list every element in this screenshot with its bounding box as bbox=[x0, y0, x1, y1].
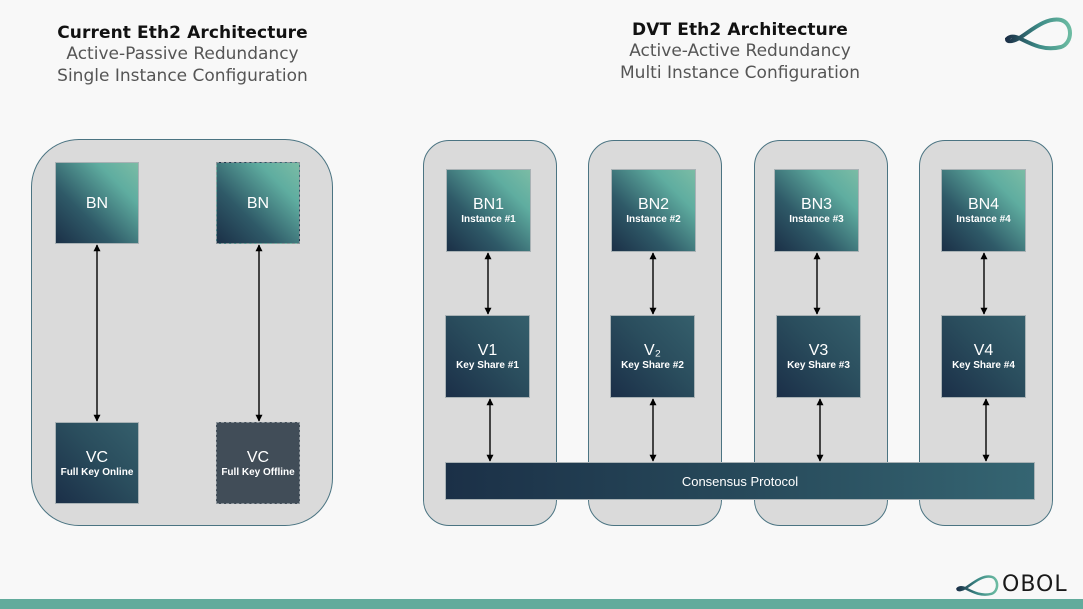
node-label: BN3 bbox=[800, 196, 833, 213]
consensus-protocol-bar: Consensus Protocol bbox=[445, 462, 1035, 500]
right-title-block: DVT Eth2 Architecture Active-Active Redu… bbox=[590, 20, 890, 84]
footer-logo: OBOL bbox=[955, 572, 1068, 597]
node-label: BN4 bbox=[967, 196, 1000, 213]
node-sublabel: Key Share #3 bbox=[787, 360, 850, 371]
beacon-node-1: BN1 Instance #1 bbox=[446, 169, 531, 252]
validator-client-online: VC Full Key Online bbox=[55, 422, 139, 504]
left-subtitle-2: Single Instance Configuration bbox=[57, 66, 308, 86]
node-label: V4 bbox=[973, 342, 994, 359]
node-sublabel: Instance #1 bbox=[461, 214, 516, 225]
node-sublabel: Key Share #2 bbox=[621, 360, 684, 371]
node-label: BN bbox=[85, 194, 109, 212]
node-label: V₂ bbox=[644, 342, 661, 359]
beacon-node-3: BN3 Instance #3 bbox=[774, 169, 859, 252]
node-sublabel: Instance #3 bbox=[789, 214, 844, 225]
left-title-block: Current Eth2 Architecture Active-Passive… bbox=[20, 23, 345, 87]
node-label: BN1 bbox=[472, 196, 505, 213]
validator-3: V3 Key Share #3 bbox=[776, 315, 861, 398]
node-label: V1 bbox=[477, 342, 498, 359]
node-label: VC bbox=[85, 448, 109, 466]
node-sublabel: Key Share #4 bbox=[952, 360, 1015, 371]
node-sublabel: Instance #2 bbox=[626, 214, 681, 225]
node-label: V3 bbox=[808, 342, 829, 359]
beacon-node-4: BN4 Instance #4 bbox=[941, 169, 1026, 252]
beacon-node-passive: BN bbox=[216, 162, 300, 244]
left-title: Current Eth2 Architecture bbox=[57, 23, 308, 43]
node-label: VC bbox=[246, 448, 270, 466]
consensus-label: Consensus Protocol bbox=[681, 473, 799, 489]
footer-accent-bar bbox=[0, 599, 1083, 609]
right-title: DVT Eth2 Architecture bbox=[632, 20, 848, 40]
node-sublabel: Key Share #1 bbox=[456, 360, 519, 371]
validator-client-offline: VC Full Key Offline bbox=[216, 422, 300, 504]
right-subtitle-1: Active-Active Redundancy bbox=[629, 41, 851, 61]
left-subtitle-1: Active-Passive Redundancy bbox=[66, 44, 299, 64]
node-sublabel: Instance #4 bbox=[956, 214, 1011, 225]
validator-4: V4 Key Share #4 bbox=[941, 315, 1026, 398]
node-label: BN bbox=[246, 194, 270, 212]
obol-logo-icon bbox=[1004, 17, 1072, 51]
validator-2: V₂ Key Share #2 bbox=[610, 315, 695, 398]
validator-1: V1 Key Share #1 bbox=[445, 315, 530, 398]
beacon-node-active: BN bbox=[55, 162, 139, 244]
obol-footer-logo-icon bbox=[956, 574, 999, 596]
right-subtitle-2: Multi Instance Configuration bbox=[620, 63, 860, 83]
node-sublabel: Full Key Offline bbox=[221, 466, 295, 478]
node-label: BN2 bbox=[637, 196, 670, 213]
obol-wordmark: OBOL bbox=[1002, 572, 1068, 597]
node-sublabel: Full Key Online bbox=[60, 466, 134, 478]
beacon-node-2: BN2 Instance #2 bbox=[611, 169, 696, 252]
